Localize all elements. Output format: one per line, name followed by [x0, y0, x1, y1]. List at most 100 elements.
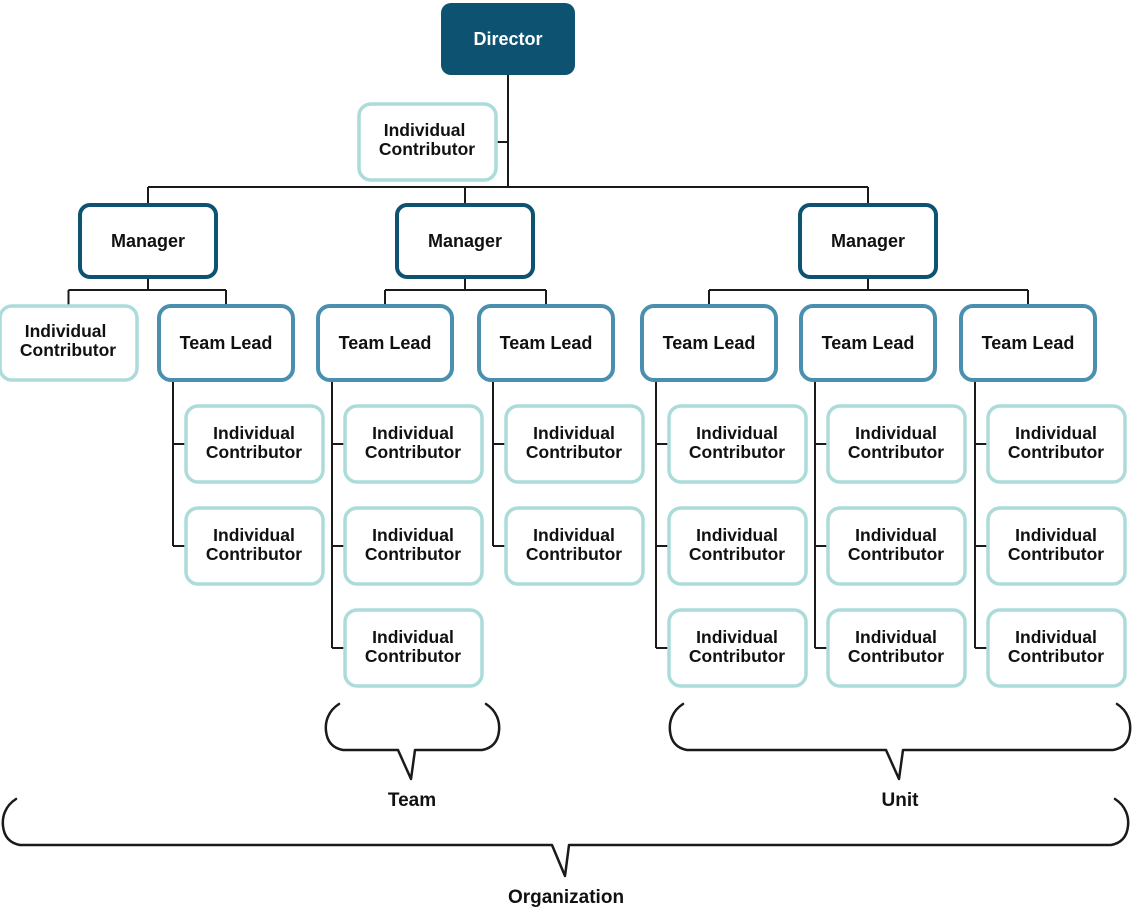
unit-brace [668, 702, 1132, 781]
team-lead-box [799, 304, 937, 382]
node-director: Director [441, 3, 575, 75]
manager-label: Manager [111, 231, 185, 251]
ic-box [986, 404, 1127, 484]
ic-box [0, 304, 139, 382]
ic-box [826, 404, 967, 484]
ic-box [986, 506, 1127, 586]
team-lead-box [316, 304, 454, 382]
unit-brace-group: Unit [668, 702, 1132, 811]
unit-brace-label: Unit [882, 790, 920, 811]
ic-box [343, 608, 484, 688]
team-brace-group: Team [324, 702, 501, 811]
node-team-lead-3: Team Lead [477, 304, 615, 382]
team-brace-label: Team [388, 790, 436, 811]
connector-teamlead1-ics [172, 380, 186, 547]
node-team-lead-6: Team Lead [959, 304, 1097, 382]
connector-manager2-children [384, 277, 547, 306]
team-lead-label: Team Lead [339, 333, 432, 353]
director-label: Director [473, 29, 542, 49]
node-ic-director: Individual Contributor [357, 102, 498, 182]
connector-teamlead6-ics [974, 380, 988, 649]
ic-box [667, 506, 808, 586]
ic-box [343, 506, 484, 586]
connector-manager3-children [708, 277, 1029, 306]
manager-box [798, 203, 938, 279]
ic-box [826, 506, 967, 586]
ic-label: Individual Contributor [20, 321, 116, 360]
manager-label: Manager [428, 231, 502, 251]
ic-box [184, 404, 325, 484]
organization-brace [1, 797, 1130, 878]
node-team-lead-2: Team Lead [316, 304, 454, 382]
ic-box [504, 404, 645, 484]
ic-box [826, 608, 967, 688]
node-team-lead-5: Team Lead [799, 304, 937, 382]
team-lead-box [157, 304, 295, 382]
connectors [67, 75, 1029, 649]
ic-box [986, 608, 1127, 688]
team-lead-box [477, 304, 615, 382]
node-manager-3: Manager [798, 203, 938, 279]
ic-box [504, 506, 645, 586]
node-team-lead-1: Team Lead [157, 304, 295, 382]
team-lead-label: Team Lead [500, 333, 593, 353]
ic-label: Individual Contributor [379, 120, 475, 159]
ic-box [343, 404, 484, 484]
connector-manager1-children [67, 277, 227, 306]
team-lead-box [640, 304, 778, 382]
manager-box [78, 203, 218, 279]
connector-teamlead3-ics [492, 380, 506, 547]
team-lead-box [959, 304, 1097, 382]
connector-teamlead4-ics [655, 380, 669, 649]
ic-box [184, 506, 325, 586]
ic-box [357, 102, 498, 182]
team-lead-label: Team Lead [982, 333, 1075, 353]
team-lead-label: Team Lead [180, 333, 273, 353]
team-lead-label: Team Lead [663, 333, 756, 353]
connector-director-to-managers [147, 75, 869, 205]
node-manager-2: Manager [395, 203, 535, 279]
node-ic-manager1: Individual Contributor [0, 304, 139, 382]
manager-box [395, 203, 535, 279]
manager-label: Manager [831, 231, 905, 251]
team-brace [324, 702, 501, 781]
node-manager-1: Manager [78, 203, 218, 279]
ic-box [667, 404, 808, 484]
ic-box [667, 608, 808, 688]
node-team-lead-4: Team Lead [640, 304, 778, 382]
team-lead-label: Team Lead [822, 333, 915, 353]
director-box [441, 3, 575, 75]
